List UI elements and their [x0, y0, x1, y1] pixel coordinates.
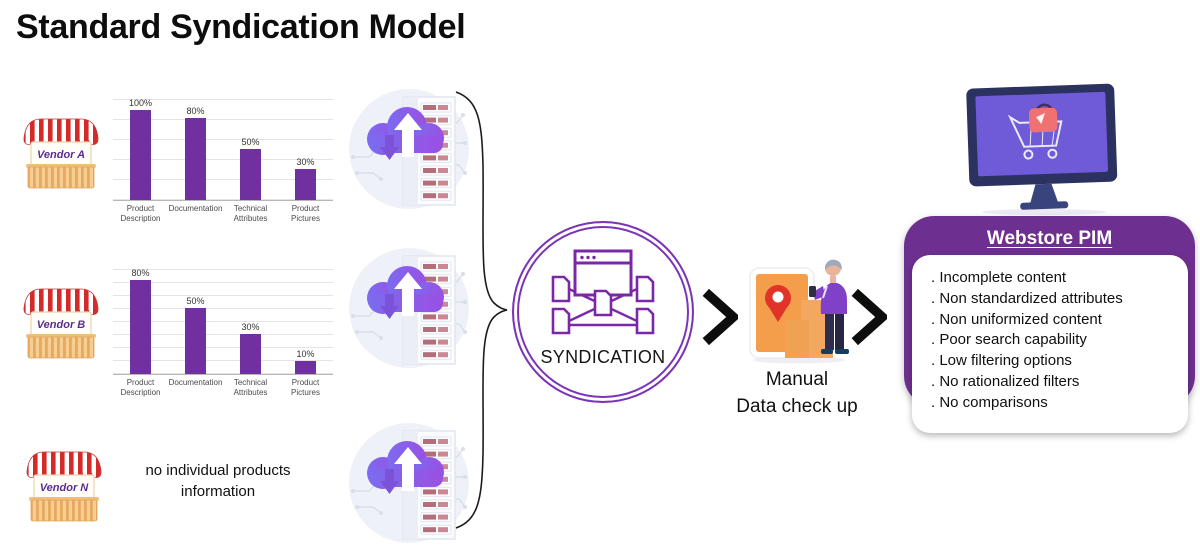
- chart-categories: Product Description Documentation Technica…: [113, 375, 333, 398]
- vendor-a-storefront: Vendor A: [21, 114, 101, 192]
- vendor-n-label: Vendor N: [39, 482, 89, 494]
- chart-plot: 100% 80% 50% 30%: [113, 98, 333, 201]
- chevron-right-icon: [702, 289, 738, 345]
- bar-value-label: 80%: [131, 268, 150, 278]
- pim-issue-item: . Non standardized attributes: [931, 289, 1123, 307]
- category-label: Technical Attributes: [233, 204, 268, 223]
- chart-bar: [185, 118, 206, 200]
- webstore-pim-panel: . Incomplete content . Non standardized a…: [912, 255, 1188, 433]
- category-label: Technical Attributes: [233, 378, 268, 397]
- vendor-n-note: no individual products information: [145, 462, 291, 500]
- monitor-shopping-cart-icon: [966, 83, 1118, 215]
- bar-value-label: 30%: [296, 157, 315, 168]
- chart-categories: Product Description Documentation Technica…: [113, 201, 333, 224]
- webstore-pim-title: Webstore PIM: [986, 228, 1113, 249]
- vendor-a-bar-chart: 100% 80% 50% 30% Product Description Documen…: [113, 98, 333, 224]
- syndication-label: SYNDICATION: [540, 347, 666, 367]
- category-label: Product Description: [120, 378, 161, 397]
- vendor-b-label: Vendor B: [36, 319, 86, 331]
- chart-bar: [295, 360, 316, 374]
- curly-brace-connector: [455, 91, 508, 529]
- document-network-icon: [551, 249, 655, 335]
- pim-issue-item: . Low filtering options: [931, 352, 1072, 370]
- chart-bar: [295, 169, 316, 200]
- pim-issue-item: . No rationalized filters: [931, 372, 1080, 390]
- page-title: Standard Syndication Model: [16, 8, 466, 46]
- category-label: Product Description: [120, 204, 161, 223]
- chart-bar: [130, 110, 151, 200]
- chart-bar-column: 10%: [278, 268, 333, 374]
- category-label: Product Pictures: [291, 378, 320, 397]
- manual-caption-line1: Manual: [765, 369, 829, 390]
- chart-bar: [185, 307, 206, 374]
- syndication-node: SYNDICATION: [512, 221, 694, 403]
- pim-issue-item: . Poor search capability: [931, 331, 1087, 349]
- chart-bar-column: 30%: [223, 268, 278, 374]
- chevron-right-icon: [851, 289, 887, 345]
- chart-bar-column: 80%: [168, 98, 223, 200]
- chart-bar-column: 100%: [113, 98, 168, 200]
- pim-issue-item: . No comparisons: [931, 393, 1048, 411]
- person-phone-location-icon: [749, 259, 849, 364]
- vendor-a-label: Vendor A: [36, 149, 86, 161]
- manual-check-caption: Manual Data check up: [708, 366, 886, 420]
- chart-bar: [240, 149, 261, 200]
- bar-value-label: 80%: [186, 106, 205, 117]
- category-label: Product Pictures: [291, 204, 320, 223]
- pim-issue-item: . Incomplete content: [931, 269, 1067, 286]
- chart-bar-column: 80%: [113, 268, 168, 374]
- pim-issues-list: . Incomplete content . Non standardized a…: [931, 268, 1180, 414]
- category-label: Documentation: [168, 204, 223, 213]
- bar-value-label: 30%: [241, 322, 260, 333]
- chart-bar-column: 50%: [223, 98, 278, 200]
- pim-issue-item: . Non uniformized content: [931, 310, 1102, 328]
- chart-plot: 80% 50% 30% 10%: [113, 268, 333, 375]
- vendor-b-bar-chart: 80% 50% 30% 10% Product Description Document…: [113, 268, 333, 398]
- bar-value-label: 50%: [186, 295, 205, 306]
- category-label: Documentation: [168, 378, 223, 387]
- chart-bar: [240, 334, 261, 374]
- vendor-b-storefront: Vendor B: [21, 284, 101, 362]
- vendor-n-storefront: Vendor N: [24, 447, 104, 525]
- bar-value-label: 50%: [241, 137, 260, 147]
- chart-bar-column: 30%: [278, 98, 333, 200]
- chart-bar: [130, 280, 151, 374]
- chart-bar-column: 50%: [168, 268, 223, 374]
- bar-value-label: 100%: [128, 98, 153, 108]
- bar-value-label: 10%: [296, 348, 315, 359]
- manual-caption-line2: Data check up: [736, 396, 858, 417]
